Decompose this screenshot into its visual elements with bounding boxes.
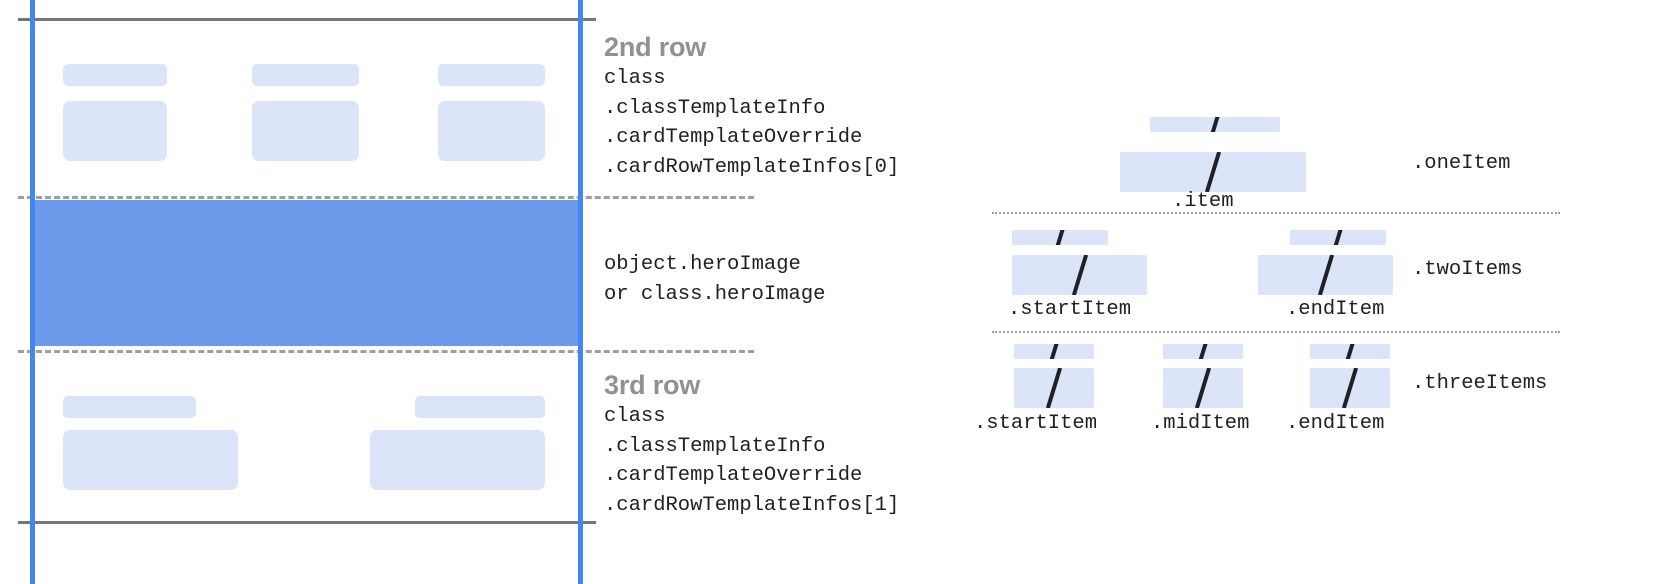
two-items-end-value-bar [1258, 255, 1393, 295]
card-start-guide-line [30, 0, 35, 584]
second-row-code-line-2: .classTemplateInfo [604, 96, 826, 120]
one-item-label-bar [1150, 117, 1280, 132]
second-row-code-line-3: .cardTemplateOverride [604, 126, 863, 149]
third-row-annotation: 3rd row class .classTemplateInfo .cardTe… [604, 368, 899, 520]
slash-icon [1055, 230, 1065, 245]
card-end-guide-line [578, 0, 583, 584]
slash-icon [1204, 152, 1222, 192]
three-items-end-value-bar [1310, 368, 1390, 408]
hero-image-annotation: object.heroImage or class.heroImage [604, 250, 825, 309]
second-row-annotation: 2nd row class .classTemplateInfo .cardTe… [604, 30, 899, 182]
second-row-code-line-4: .cardRowTemplateInfos[0] [604, 155, 900, 179]
third-row-code-line-3: .cardTemplateOverride [604, 464, 863, 487]
second-row-label-placeholder-3 [438, 64, 545, 86]
two-items-start-label-bar [1012, 230, 1108, 245]
three-items-start-item-name: .startItem [974, 412, 1098, 435]
third-row-value-placeholder-1 [63, 430, 238, 490]
slash-icon [1210, 117, 1220, 132]
slash-icon [1049, 344, 1059, 359]
hero-image-code-line-1: object.heroImage [604, 253, 801, 276]
third-row-value-placeholder-2 [370, 430, 545, 490]
third-row-code-line-2: .classTemplateInfo [604, 434, 826, 458]
slash-icon [1071, 255, 1088, 295]
hero-image-code-line-2: or class.heroImage [604, 282, 826, 306]
card-layout-diagram [0, 0, 754, 584]
third-row-title: 3rd row [604, 370, 701, 400]
second-row-label-placeholder-1 [63, 64, 167, 86]
two-items-start-value-bar [1012, 255, 1147, 295]
one-item-value-bar [1120, 152, 1306, 192]
third-row-label-placeholder-2 [415, 396, 545, 418]
slash-icon [1341, 368, 1359, 408]
three-items-mid-value-bar [1163, 368, 1243, 408]
three-items-group-label: .threeItems [1412, 372, 1548, 395]
second-row-code-line-1: class [604, 67, 666, 90]
second-row-value-placeholder-2 [252, 101, 359, 161]
two-items-start-item-name: .startItem [1008, 298, 1132, 321]
row-divider-below-hero [18, 350, 754, 353]
slash-icon [1194, 368, 1212, 408]
row-divider-above-hero [18, 196, 754, 199]
two-items-end-label-bar [1290, 230, 1386, 245]
slash-icon [1345, 344, 1355, 359]
card-top-rule [18, 18, 596, 21]
third-row-code-line-1: class [604, 405, 666, 428]
one-item-item-name: .item [1172, 190, 1234, 213]
three-items-mid-item-name: .midItem [1151, 412, 1250, 435]
second-row-value-placeholder-3 [438, 101, 545, 161]
second-row-title: 2nd row [604, 32, 707, 62]
second-row-value-placeholder-1 [63, 101, 167, 161]
three-items-start-value-bar [1014, 368, 1094, 408]
card-bottom-rule [18, 521, 596, 524]
hero-image-band [33, 200, 581, 346]
slash-icon [1317, 255, 1334, 295]
two-items-group-divider [992, 331, 1560, 333]
item-layout-diagram: .item .oneItem .startItem .endItem .twoI… [960, 0, 1676, 584]
slash-icon [1198, 344, 1208, 359]
three-items-mid-label-bar [1163, 344, 1243, 359]
slash-icon [1045, 368, 1063, 408]
one-item-group-divider [992, 212, 1560, 214]
three-items-end-label-bar [1310, 344, 1390, 359]
slash-icon [1333, 230, 1343, 245]
three-items-end-item-name: .endItem [1286, 412, 1385, 435]
third-row-label-placeholder-1 [63, 396, 196, 418]
two-items-group-label: .twoItems [1412, 258, 1523, 281]
two-items-end-item-name: .endItem [1286, 298, 1385, 321]
three-items-start-label-bar [1014, 344, 1094, 359]
third-row-code-line-4: .cardRowTemplateInfos[1] [604, 493, 900, 517]
one-item-group-label: .oneItem [1412, 152, 1511, 175]
second-row-label-placeholder-2 [252, 64, 359, 86]
